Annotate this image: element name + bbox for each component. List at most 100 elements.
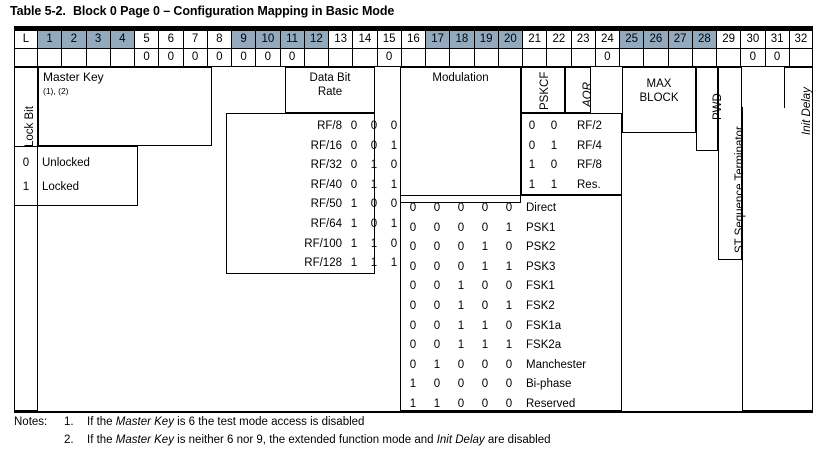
data-bit-rate-bit: 0: [350, 159, 358, 172]
modulation-label: Reserved: [526, 397, 576, 410]
modulation-bit: 0: [457, 358, 465, 371]
field-box-pwd: [696, 67, 718, 151]
bit-header-29: 29: [716, 31, 741, 49]
data-bit-rate-bit: 1: [390, 257, 398, 270]
pskcf-values-box: [521, 113, 622, 195]
bit-header-21: 21: [522, 31, 547, 49]
pskcf-bit: 1: [528, 159, 536, 172]
master-key-footnote-refs: (1), (2): [43, 86, 69, 96]
bit-header-20: 20: [497, 31, 522, 49]
pskcf-bit: 0: [528, 120, 536, 132]
data-bit-rate-label: RF/64: [310, 217, 342, 230]
modulation-label: FSK2: [526, 299, 555, 312]
bit-header-9: 9: [231, 31, 256, 49]
modulation-bit: 0: [481, 221, 489, 234]
bit-value-27: [667, 49, 692, 67]
notes-label: Notes:: [14, 416, 48, 428]
bit-header-15: 15: [376, 31, 401, 49]
modulation-bit: 1: [457, 280, 465, 293]
bit-value-7: 0: [182, 49, 207, 67]
modulation-bit: 0: [457, 378, 465, 391]
pskcf-bit: 1: [550, 139, 558, 152]
modulation-bit: 0: [481, 358, 489, 371]
bit-value-18: [449, 49, 474, 67]
data-bit-rate-label-line2: Rate: [317, 86, 343, 98]
pskcf-bit: 0: [550, 120, 558, 132]
data-bit-rate-label: RF/40: [310, 178, 342, 191]
bit-header-24: 24: [594, 31, 619, 49]
bit-header-18: 18: [449, 31, 474, 49]
bit-value-13: [328, 49, 353, 67]
modulation-label: PSK2: [526, 241, 556, 254]
modulation-bit: 0: [505, 378, 513, 391]
modulation-bit: 0: [457, 397, 465, 410]
note-text: If the Master Key is neither 6 nor 9, th…: [87, 433, 551, 446]
bit-value-24: 0: [594, 49, 619, 67]
modulation-bit: 0: [457, 202, 465, 214]
modulation-label: PSK3: [526, 260, 556, 273]
modulation-bit: 0: [433, 339, 441, 352]
bit-value-1: [37, 49, 62, 67]
bit-value-15: 0: [376, 49, 401, 67]
bit-header-32: 32: [788, 31, 813, 49]
field-box-max-block: [622, 67, 696, 133]
data-bit-rate-bit: 1: [350, 217, 358, 230]
bit-header-16: 16: [400, 31, 425, 49]
bit-header-22: 22: [546, 31, 571, 49]
bit-value-6: 0: [158, 49, 183, 67]
bit-value-21: [522, 49, 547, 67]
modulation-bit: 1: [457, 339, 465, 352]
bit-header-25: 25: [619, 31, 644, 49]
note-text: If the Master Key is 6 the test mode acc…: [87, 416, 365, 428]
data-bit-rate-bit: 0: [370, 120, 378, 132]
modulation-bit: 0: [409, 358, 417, 371]
modulation-bit: 0: [409, 221, 417, 234]
bit-value-20: [497, 49, 522, 67]
modulation-bit: 0: [433, 378, 441, 391]
bit-value-22: [546, 49, 571, 67]
data-bit-rate-bit: 0: [370, 139, 378, 152]
data-bit-rate-bit: 1: [370, 159, 378, 172]
modulation-bit: 1: [433, 397, 441, 410]
data-bit-rate-label: RF/50: [310, 198, 342, 211]
bit-header-1: 1: [37, 31, 62, 49]
modulation-bit: 0: [409, 299, 417, 312]
data-bit-rate-bit: 0: [350, 120, 358, 132]
init-delay-corner: [784, 107, 785, 108]
data-bit-rate-label: RF/100: [304, 237, 342, 250]
data-bit-rate-bit: 0: [370, 198, 378, 211]
lock-bit-value: 0: [22, 157, 30, 169]
modulation-bit: 1: [505, 260, 513, 273]
bit-header-4: 4: [109, 31, 134, 49]
modulation-bit: 0: [457, 260, 465, 273]
modulation-bit: 1: [481, 260, 489, 273]
data-bit-rate-bit: 1: [390, 139, 398, 152]
bit-header-10: 10: [255, 31, 280, 49]
modulation-bit: 0: [505, 280, 513, 293]
pskcf-label: RF/8: [577, 159, 602, 172]
bit-value-19: [473, 49, 498, 67]
modulation-bit: 0: [433, 319, 441, 332]
field-box-master-key: [38, 67, 212, 146]
data-bit-rate-bit: 1: [370, 257, 378, 270]
bit-value-3: [85, 49, 110, 67]
bit-header-28: 28: [691, 31, 716, 49]
pskcf-bit: 1: [550, 178, 558, 191]
modulation-bit: 1: [505, 339, 513, 352]
bit-value-4: [109, 49, 134, 67]
table-caption: Block 0 Page 0 – Configuration Mapping i…: [73, 4, 395, 18]
table-title: Table 5-2.Block 0 Page 0 – Configuration…: [10, 4, 394, 18]
modulation-bit: 0: [409, 319, 417, 332]
modulation-bit: 0: [433, 280, 441, 293]
